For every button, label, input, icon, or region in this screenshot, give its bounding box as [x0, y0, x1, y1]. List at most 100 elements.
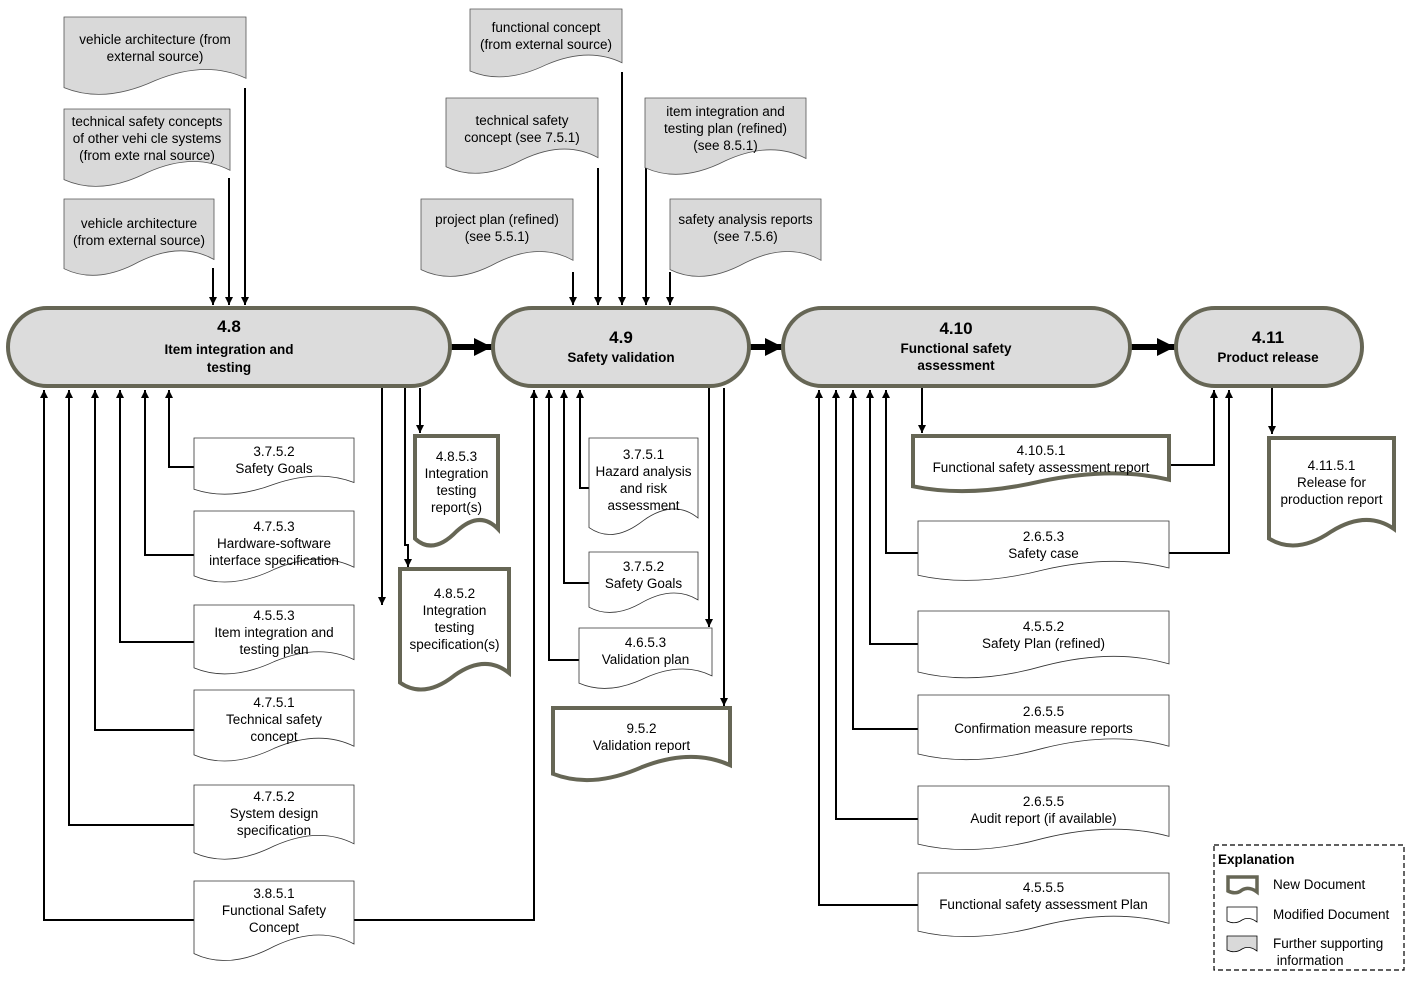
item-int-plan-document[interactable]: item integration and testing plan (refine… — [644, 97, 807, 175]
document-label-line: testing plan (refined) — [664, 121, 787, 136]
document-label-line: Safety Goals — [605, 576, 683, 591]
document-label-line: 4.5.5.3 — [253, 608, 294, 623]
connectors — [40, 72, 1276, 921]
document-label-line: project plan (refined) — [435, 212, 559, 227]
legend-modified-doc-icon — [1226, 906, 1258, 924]
document-label-line: item integration and — [666, 104, 785, 119]
document-shape — [917, 785, 1170, 851]
connector-fsap — [815, 390, 918, 906]
process-title-line-1: Product release — [1217, 350, 1319, 365]
document-label-line: 4.8.5.2 — [434, 586, 475, 601]
document-label-line: specification(s) — [409, 637, 499, 652]
document-label-line: production report — [1280, 492, 1382, 507]
legend-supporting-doc-icon — [1226, 935, 1258, 953]
process-4-11[interactable]: 4.11 Product release — [1174, 306, 1364, 388]
document-shape — [193, 510, 355, 583]
safety-reports-document[interactable]: safety analysis reports(see 7.5.6) — [669, 198, 822, 277]
document-shape — [63, 16, 247, 95]
document-label-line: (from external source) — [73, 233, 205, 248]
proj-plan-document[interactable]: project plan (refined)(see 5.5.1) — [420, 198, 574, 277]
connector-sds — [65, 390, 194, 826]
document-shape — [911, 434, 1171, 494]
document-label-line: Audit report (if available) — [970, 811, 1116, 826]
document-label-line: 4.7.5.1 — [253, 695, 294, 710]
process-title-line-1: Safety validation — [567, 350, 674, 365]
document-label-line: Hazard analysis — [595, 464, 691, 479]
document-label-line: Safety Goals — [235, 461, 313, 476]
veh-arch-low-document[interactable]: vehicle architecture(from external sourc… — [63, 198, 215, 276]
document-label-line: and risk — [620, 481, 668, 496]
document-shape — [588, 437, 699, 535]
document-label-line: 4.7.5.3 — [253, 519, 294, 534]
connector-fsar-411 — [1169, 390, 1218, 466]
document-label-line: assessment — [607, 498, 679, 513]
legend-title: Explanation — [1218, 852, 1295, 867]
document-shape — [917, 520, 1170, 581]
document-shape — [917, 872, 1170, 938]
document-label-line: Validation report — [593, 738, 691, 753]
document-label-line: testing plan — [239, 642, 308, 657]
connector-cmr — [849, 390, 918, 730]
connector-tsc — [91, 390, 194, 731]
connector-ar — [832, 390, 918, 820]
document-label-line: Safety Plan (refined) — [982, 636, 1105, 651]
connector-fsc-48 — [40, 390, 194, 921]
document-label-line: Confirmation measure reports — [954, 721, 1133, 736]
connector-vp — [545, 390, 579, 661]
process-4-9[interactable]: 4.9 Safety validation — [491, 306, 751, 388]
document-label-line: 4.5.5.2 — [1023, 619, 1064, 634]
its-4852-document[interactable]: 4.8.5.2Integrationtestingspecification(s… — [398, 567, 511, 692]
document-shape — [578, 627, 713, 689]
process-4-8[interactable]: 4.8 Item integration and testing — [6, 306, 452, 388]
document-label-line: concept (see 7.5.1) — [464, 130, 580, 145]
legend-supporting-label-line-2: information — [1273, 953, 1344, 968]
document-label-line: Safety case — [1008, 546, 1079, 561]
document-shape — [63, 198, 215, 276]
document-label-line: 3.7.5.2 — [253, 444, 294, 459]
document-shape — [413, 434, 500, 548]
document-label-line: (from exte rnal source) — [79, 148, 215, 163]
document-label-line: Item integration and — [214, 625, 333, 640]
document-label-line: safety analysis reports — [678, 212, 813, 227]
document-label-line: 3.8.5.1 — [253, 886, 294, 901]
document-label-line: Hardware-software — [217, 536, 331, 551]
connector-sg-b — [560, 390, 589, 584]
document-shape — [420, 198, 574, 277]
document-shape — [193, 880, 355, 961]
document-label-line: Integration — [423, 603, 487, 618]
document-shape — [445, 97, 599, 174]
legend-new-label: New Document — [1273, 877, 1366, 892]
process-4-10[interactable]: 4.10 Functional safety assessment — [781, 306, 1132, 388]
func-concept-document[interactable]: functional concept(from external source) — [469, 8, 623, 78]
document-label-line: Concept — [249, 920, 300, 935]
connector-hsi — [141, 390, 194, 556]
document-label-line: external source) — [107, 49, 204, 64]
connector-48-its — [404, 388, 412, 567]
legend-supporting-label-line-1: Further supporting — [1273, 936, 1383, 951]
document-label-line: 2.6.5.5 — [1023, 794, 1064, 809]
document-label-line: 4.5.5.5 — [1023, 880, 1064, 895]
document-label-line: concept — [250, 729, 298, 744]
